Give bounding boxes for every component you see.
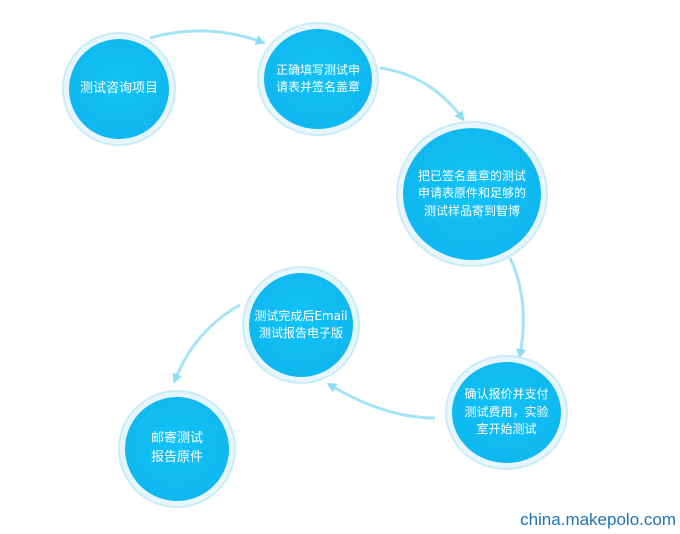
step-fill-form-node: 正确填写测试申 请表并签名盖章 <box>264 29 372 129</box>
step-consult-label: 测试咨询项目 <box>79 80 158 96</box>
arrow-1-to-2 <box>149 29 266 45</box>
step-send-samples-label: 把已签名盖章的测试 申请表原件和足够的 测试样品寄到智博 <box>417 168 526 218</box>
step-mail-report-node: 邮寄测试 报告原件 <box>125 397 229 501</box>
step-send-samples-node: 把已签名盖章的测试 申请表原件和足够的 测试样品寄到智博 <box>403 128 541 260</box>
step-confirm-pay-label: 确认报价并支付 测试费用，实验 室开始测试 <box>464 387 549 437</box>
arrow-2-to-3 <box>379 66 465 122</box>
arrow-3-to-5 <box>508 257 526 359</box>
arrow-4-to-6 <box>172 303 241 384</box>
step-confirm-pay-node: 确认报价并支付 测试费用，实验 室开始测试 <box>452 362 561 463</box>
step-mail-report-label: 邮寄测试 报告原件 <box>150 431 203 465</box>
watermark-text: china.makepolo.com <box>520 510 676 529</box>
step-fill-form-label: 正确填写测试申 请表并签名盖章 <box>275 62 360 94</box>
step-consult-node: 测试咨询项目 <box>69 39 169 139</box>
arrow-5-to-4 <box>326 382 436 420</box>
step-email-report-node: 测试完成后Email 测试报告电子版 <box>249 273 353 377</box>
step-email-report-label: 测试完成后Email 测试报告电子版 <box>254 308 348 340</box>
